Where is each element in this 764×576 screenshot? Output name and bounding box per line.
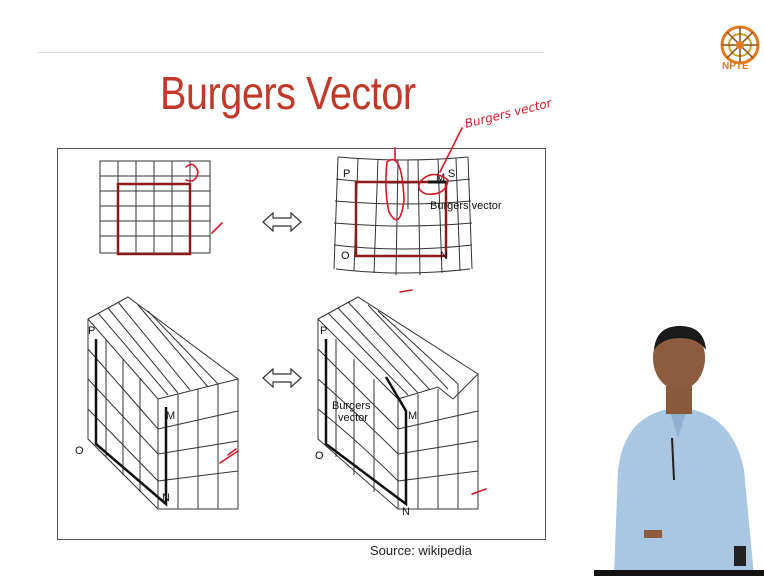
label-n-bl: N: [162, 492, 170, 504]
label-o-top: O: [341, 250, 350, 262]
label-m-br: M: [408, 410, 417, 422]
nptel-logo-icon: [720, 25, 760, 65]
presenter-video: [594, 320, 764, 576]
label-burgers-line1-br: Burgers: [332, 400, 371, 412]
burgers-circuit-perfect: [116, 182, 192, 256]
header-divider: [38, 52, 544, 53]
double-arrow-bottom: [262, 367, 302, 389]
label-burgers-line2-br: vector: [338, 412, 368, 424]
label-s-top: S: [448, 168, 455, 180]
burgers-vector-figure: P M S O N Burgers vector P M O N: [57, 148, 546, 540]
label-p-br: P: [320, 325, 327, 337]
handwritten-burgers-note: Burgers vector: [463, 96, 554, 131]
burgers-circuit-dislocated: [354, 180, 448, 258]
label-m-bl: M: [166, 410, 175, 422]
label-o-br: O: [315, 450, 324, 462]
burgers-circuit-3d-dislocated: [324, 339, 408, 507]
label-o-bl: O: [75, 445, 84, 457]
double-arrow-top: [262, 211, 302, 233]
burgers-circuit-3d-perfect: [94, 339, 168, 507]
label-p-bl: P: [88, 325, 95, 337]
perfect-crystal-3d: [87, 296, 239, 510]
label-m-top: M: [436, 172, 445, 184]
source-caption: Source: wikipedia: [370, 543, 472, 558]
label-p-top: P: [343, 168, 350, 180]
label-n-br: N: [402, 506, 410, 518]
logo-text: NPTE: [722, 61, 749, 72]
slide-title: Burgers Vector: [160, 67, 416, 119]
label-burgers-vector-top: Burgers vector: [430, 200, 502, 212]
label-n-top: N: [440, 250, 448, 262]
perfect-lattice-2d: [99, 160, 211, 254]
